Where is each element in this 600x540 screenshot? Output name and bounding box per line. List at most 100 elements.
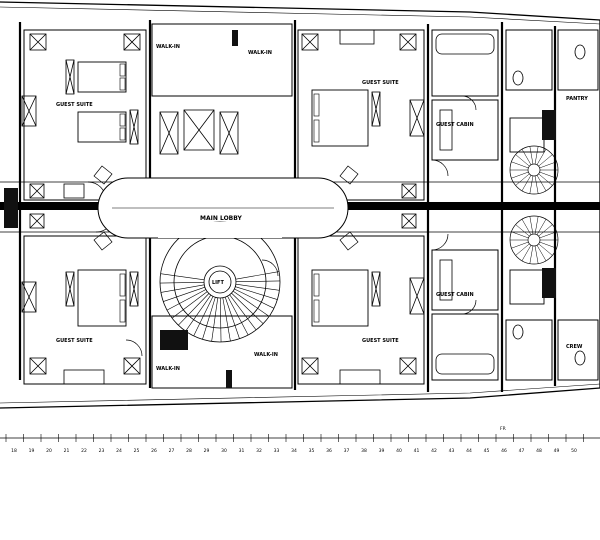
crew-stair-tread	[534, 245, 539, 264]
stair-tread	[171, 291, 208, 319]
stair-tread	[160, 273, 205, 281]
spiral-stair-treads	[160, 271, 280, 342]
frame-number: 26	[151, 448, 157, 454]
stair-tread	[222, 297, 231, 342]
crew-stair-tread	[534, 146, 539, 165]
frame-number: 42	[431, 448, 437, 454]
crew-stair-tread	[539, 171, 557, 179]
frame-number: 47	[519, 448, 525, 454]
crew-stair-tread	[538, 224, 553, 237]
crew-stair-tread	[529, 245, 534, 264]
frame-number: 30	[221, 448, 227, 454]
stair-tread	[160, 284, 205, 293]
frame-number: 18	[11, 448, 17, 454]
crew-stair-tread	[521, 175, 532, 191]
crew-stair-tread	[536, 245, 547, 261]
stair-well-cover	[158, 222, 282, 238]
crew-stair-tread	[511, 241, 529, 249]
crew-stair-tread	[538, 173, 553, 186]
label-guest-suite-4: GUEST SUITE	[362, 338, 399, 344]
label-main-lobby: MAIN LOBBY	[200, 215, 242, 222]
frame-number: 38	[361, 448, 367, 454]
crew-stair-tread	[539, 161, 557, 169]
frame-number: 32	[256, 448, 262, 454]
frame-number: 37	[344, 448, 350, 454]
frame-number: 43	[449, 448, 455, 454]
crew-stair-tread	[515, 224, 530, 237]
frame-number: 39	[379, 448, 385, 454]
wardrobes	[21, 59, 425, 315]
stair-tread	[232, 290, 270, 317]
frame-number: 36	[326, 448, 332, 454]
crew-stair-tread	[536, 149, 547, 165]
crew-stair-tread	[539, 231, 557, 239]
frame-number: 45	[484, 448, 490, 454]
stair-tread	[224, 297, 240, 339]
crew-stair-tread	[521, 219, 532, 235]
beds	[77, 61, 545, 327]
stair-tread	[185, 294, 212, 332]
crew-stair-tread	[529, 175, 534, 194]
frame-number: 20	[46, 448, 52, 454]
stair-tread	[235, 283, 280, 291]
stair-tread	[231, 292, 264, 324]
hull-outline	[0, 1, 600, 409]
frame-number: 25	[134, 448, 140, 454]
stair-tread	[229, 294, 257, 331]
crew-stair-tread	[511, 231, 529, 239]
label-crew: CREW	[566, 344, 583, 350]
stair-tread	[193, 296, 214, 337]
frame-number: 27	[169, 448, 175, 454]
crew-stair-tread	[515, 173, 530, 186]
frame-number: 21	[64, 448, 70, 454]
crew-stair-tread	[534, 175, 539, 194]
bed-pillows	[119, 63, 320, 323]
armchairs	[29, 33, 417, 375]
frame-number: 41	[414, 448, 420, 454]
crew-stair-tread	[539, 241, 557, 249]
stair-tread	[163, 286, 205, 302]
crew-stair-tread	[515, 243, 530, 256]
stair-tread	[160, 281, 205, 284]
label-walk-in-1: WALK-IN	[156, 44, 180, 50]
crew-stair-tread	[529, 146, 534, 165]
lobby-chairs	[93, 165, 359, 251]
frame-scale-ticks	[5, 434, 584, 442]
stair-tread	[166, 289, 207, 311]
frame-number: 34	[291, 448, 297, 454]
frame-number: 46	[501, 448, 507, 454]
stair-tread	[235, 280, 280, 283]
crew-stair-tread	[536, 219, 547, 235]
crew-stair-tread	[521, 245, 532, 261]
frame-number: 33	[274, 448, 280, 454]
frame-number: 24	[116, 448, 122, 454]
stair-tread	[219, 297, 222, 342]
frame-number: 19	[29, 448, 35, 454]
frame-marker: FR	[500, 426, 506, 432]
crew-stair-tread	[534, 216, 539, 235]
crew-stair-treads	[510, 146, 558, 264]
crew-stair-tread	[515, 154, 530, 167]
crew-stair-tread	[511, 161, 529, 169]
crew-stair-tread	[521, 149, 532, 165]
stair-tread	[235, 286, 278, 300]
crew-stair-tread	[538, 243, 553, 256]
label-pantry: PANTRY	[566, 96, 588, 102]
label-guest-cabin-2: GUEST CABIN	[436, 292, 474, 298]
label-walk-in-4: WALK-IN	[254, 352, 278, 358]
label-walk-in-3: WALK-IN	[156, 366, 180, 372]
label-walk-in-2: WALK-IN	[248, 50, 272, 56]
hull-inner	[0, 6, 600, 25]
label-guest-suite-2: GUEST SUITE	[56, 338, 93, 344]
frame-number: 28	[186, 448, 192, 454]
frame-number: 48	[536, 448, 542, 454]
label-guest-suite-3: GUEST SUITE	[362, 80, 399, 86]
stair-tread	[235, 271, 280, 280]
label-lift: LIFT	[212, 280, 224, 286]
frame-number: 23	[99, 448, 105, 454]
crew-stair-tread	[511, 171, 529, 179]
stair-tread	[234, 288, 275, 309]
